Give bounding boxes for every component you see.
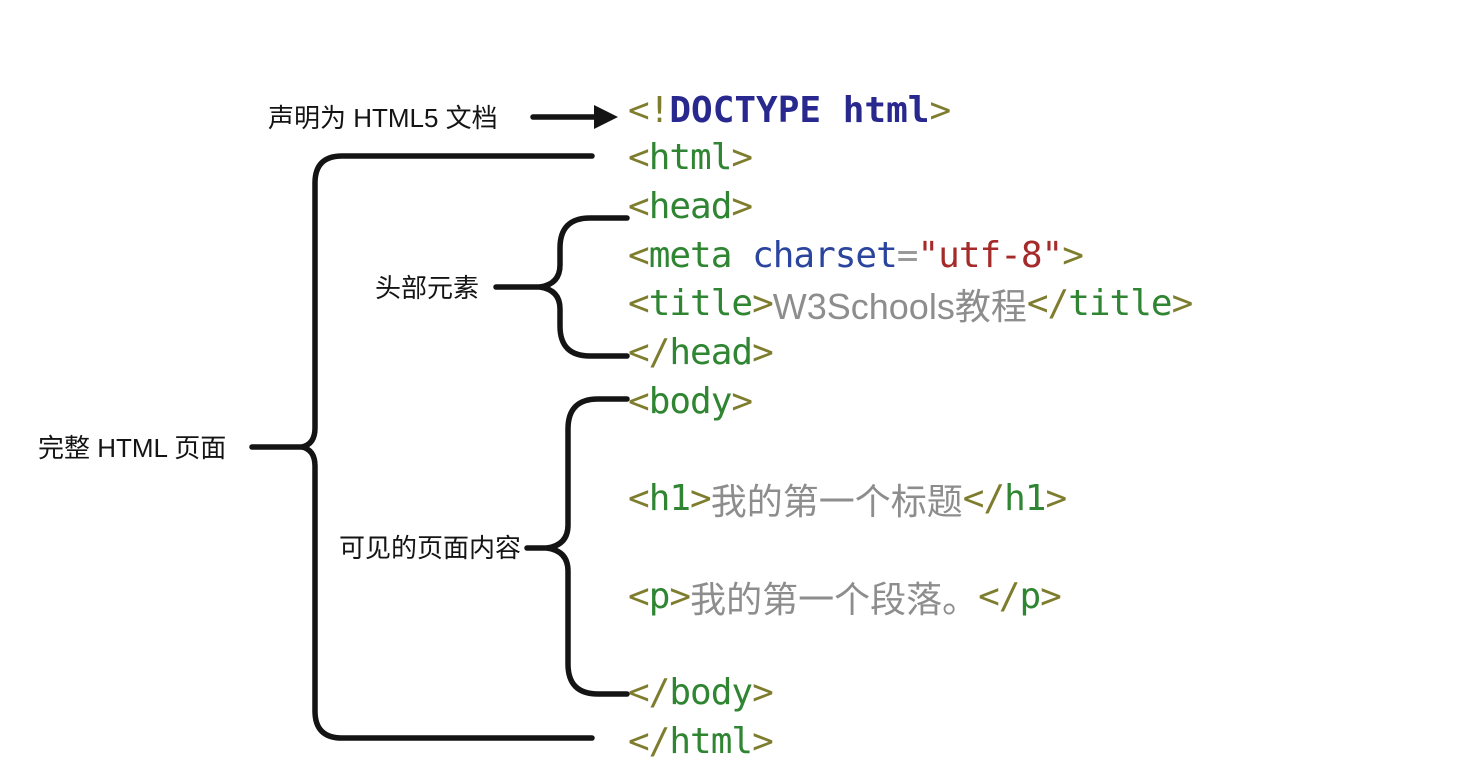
code-token: > [669, 576, 691, 617]
code-token: body [669, 672, 753, 713]
code-token: </ [1026, 283, 1069, 324]
body-annotation-label: 可见的页面内容 [339, 533, 522, 564]
code-token: p [1019, 576, 1041, 617]
code-token: title [1068, 283, 1172, 324]
code-line-meta: < meta charset = "utf-8" > [628, 231, 1084, 280]
code-token: > [752, 283, 774, 324]
code-token: </ [628, 721, 670, 762]
code-token: head [669, 332, 753, 373]
code-token: < [628, 235, 650, 276]
code-token: > [731, 186, 753, 227]
code-token: html [648, 137, 733, 178]
code-token: < [628, 478, 650, 519]
code-token: </ [628, 332, 670, 373]
code-token: <! [628, 90, 670, 131]
code-token: > [731, 381, 753, 422]
code-line-head-open: < head > [628, 182, 753, 231]
code-token: < [628, 381, 650, 422]
code-token: > [752, 721, 774, 762]
page-brace [299, 153, 595, 741]
code-token: = [896, 235, 919, 276]
code-token: </ [628, 672, 670, 713]
head-brace [537, 215, 630, 359]
code-token: h1 [1004, 478, 1046, 519]
doctype-arrow-head [594, 105, 618, 129]
code-token: meta [648, 235, 753, 276]
code-token: < [628, 137, 650, 178]
code-token: < [628, 576, 650, 617]
code-token: "utf-8" [917, 235, 1063, 276]
code-token: title [648, 283, 753, 324]
code-token: </ [962, 478, 1005, 519]
head-annotation-label: 头部元素 [375, 273, 480, 304]
code-token: W3Schools教程 [772, 285, 1027, 327]
code-line-html-open: < html > [628, 133, 753, 182]
doctype-annotation-label: 声明为 HTML5 文档 [268, 103, 498, 134]
code-token: > [1171, 283, 1194, 324]
code-line-p: < p > 我的第一个段落。 </ p > [628, 572, 1062, 621]
code-token: body [648, 381, 733, 422]
code-token: html [669, 721, 753, 762]
code-token: > [731, 137, 753, 178]
code-token: h1 [648, 478, 691, 519]
code-line-body-close: </ body > [628, 668, 774, 717]
code-token: charset [752, 235, 898, 276]
code-token: DOCTYPE html [669, 90, 930, 131]
code-token: < [628, 186, 650, 227]
code-line-body-open: < body > [628, 377, 753, 426]
code-token: 我的第一个标题 [710, 480, 963, 522]
code-token: > [929, 90, 951, 131]
page-annotation-label: 完整 HTML 页面 [38, 433, 227, 464]
code-token: > [690, 478, 712, 519]
code-token: head [648, 186, 733, 227]
code-line-html-close: </ html > [628, 717, 774, 766]
code-token: </ [978, 576, 1020, 617]
code-line-head-close: </ head > [628, 328, 774, 377]
code-token: p [648, 576, 671, 617]
code-line-h1: < h1 > 我的第一个标题 </ h1 > [628, 474, 1067, 523]
code-token: < [628, 283, 650, 324]
code-line-doctype: <! DOCTYPE html > [628, 86, 951, 135]
code-line-title: < title > W3Schools教程 </ title > [628, 279, 1194, 328]
code-token: 我的第一个段落。 [690, 578, 979, 620]
code-token: > [1062, 235, 1084, 276]
body-brace [544, 396, 630, 697]
code-token: > [1045, 478, 1067, 519]
code-token: > [752, 672, 774, 713]
code-token: > [1040, 576, 1062, 617]
code-token: > [752, 332, 774, 373]
